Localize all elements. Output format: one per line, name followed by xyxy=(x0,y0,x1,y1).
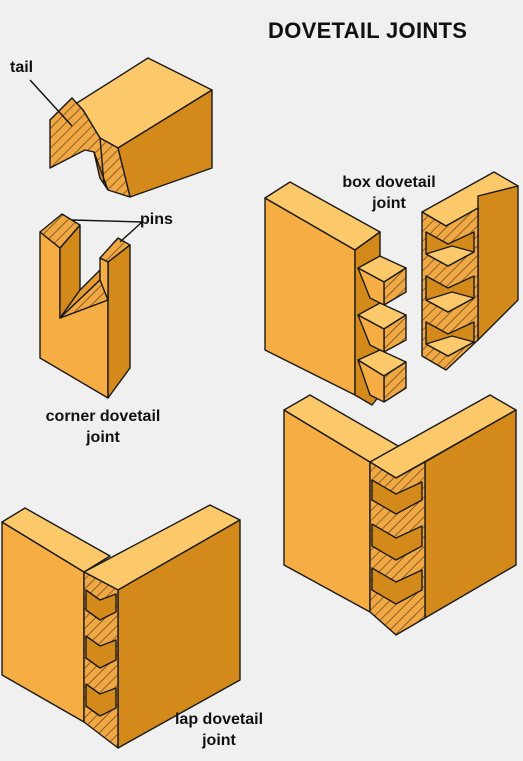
assembled-tail-3 xyxy=(371,567,423,605)
tail-end-grain xyxy=(49,97,131,198)
assembled-tail-2 xyxy=(371,523,423,561)
pin-right-front xyxy=(99,257,109,301)
box-tail-3-front xyxy=(357,359,385,403)
box-socket-2-floor xyxy=(425,291,475,313)
pins-leader-right xyxy=(119,221,143,243)
box-socket-1-floor xyxy=(425,245,475,267)
lap-dovetail xyxy=(1,504,241,749)
label-corner-line2: joint xyxy=(86,429,120,446)
assembled-tail-1 xyxy=(371,479,423,515)
label-corner-line1: corner dovetail xyxy=(45,408,161,425)
pin-left-end xyxy=(39,213,81,249)
pins-side-face xyxy=(107,244,131,399)
label-lap-line2: joint xyxy=(202,732,236,749)
tail-leader xyxy=(29,79,73,127)
page-title: DOVETAIL JOINTS xyxy=(268,18,468,43)
label-corner-dovetail: corner dovetail joint xyxy=(38,406,168,448)
box-right-side xyxy=(477,185,519,341)
lap-left-top xyxy=(1,507,111,573)
label-lap-line1: lap dovetail xyxy=(174,711,264,728)
label-box-line2: joint xyxy=(372,195,406,212)
label-lap-dovetail: lap dovetail joint xyxy=(170,709,268,751)
tail-piece xyxy=(49,57,213,198)
box-assembled xyxy=(283,394,517,636)
pins-leader-left xyxy=(71,219,143,223)
label-box-line1: box dovetail xyxy=(342,174,436,191)
lap-tail-2 xyxy=(85,635,117,669)
leader-lines xyxy=(29,79,143,243)
label-box-dovetail: box dovetail joint xyxy=(340,172,438,214)
label-pins: pins xyxy=(140,211,173,228)
box-right-board xyxy=(421,171,519,371)
pins-piece xyxy=(39,213,131,399)
label-tail: tail xyxy=(10,59,34,76)
box-socket-3-floor xyxy=(425,335,475,357)
box-left-board xyxy=(264,181,407,406)
lap-tail-1 xyxy=(85,589,117,621)
lap-tail-3 xyxy=(85,683,117,717)
